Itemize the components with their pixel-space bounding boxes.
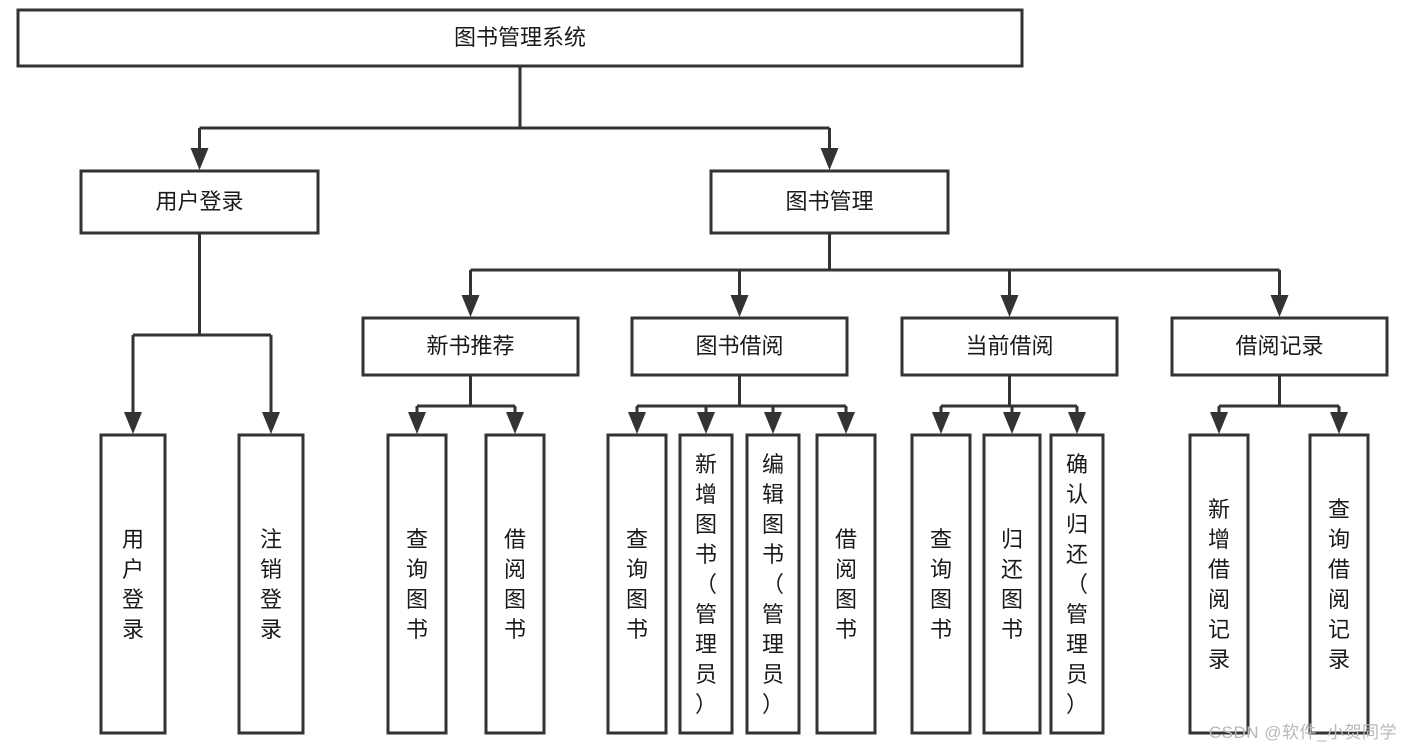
arrow-head (461, 295, 480, 317)
node-book-manage[interactable]: 图书管理 (709, 169, 950, 235)
node-box-book-borrow (630, 316, 849, 377)
node-box-leaf-edit-book-admin (745, 433, 801, 735)
node-label-new-book-recommend: 新书推荐 (426, 333, 514, 358)
node-label-leaf-query-book-1: 查询图书 (406, 527, 428, 642)
node-leaf-borrow-book-1[interactable]: 借阅图书 (484, 433, 546, 735)
node-box-leaf-return-book (982, 433, 1042, 735)
node-label-book-manage: 图书管理 (785, 189, 873, 214)
arrow-head (730, 295, 749, 317)
connector-group-user-login (124, 233, 280, 434)
node-leaf-query-book-1[interactable]: 查询图书 (386, 433, 448, 735)
node-leaf-edit-book-admin[interactable]: 编辑图书（管理员） (745, 433, 801, 735)
node-box-leaf-user-logout (237, 433, 305, 735)
node-label-leaf-query-borrow-record: 查询借阅记录 (1328, 497, 1350, 672)
arrow-head (1003, 412, 1021, 434)
node-box-leaf-query-book-2 (606, 433, 668, 735)
node-leaf-query-borrow-record[interactable]: 查询借阅记录 (1308, 433, 1370, 735)
node-label-leaf-borrow-book-2: 借阅图书 (835, 527, 857, 642)
connector-group-current-borrow (932, 375, 1086, 434)
node-label-leaf-query-book-2: 查询图书 (626, 527, 648, 642)
node-current-borrow[interactable]: 当前借阅 (900, 316, 1119, 377)
node-leaf-query-book-3[interactable]: 查询图书 (910, 433, 972, 735)
node-label-borrow-record: 借阅记录 (1235, 333, 1323, 358)
arrow-head (764, 412, 782, 434)
connectors-layer (124, 66, 1348, 434)
node-box-root (16, 8, 1024, 68)
node-borrow-record[interactable]: 借阅记录 (1170, 316, 1389, 377)
node-box-leaf-borrow-book-1 (484, 433, 546, 735)
node-label-root: 图书管理系统 (454, 25, 586, 50)
node-label-leaf-borrow-book-1: 借阅图书 (504, 527, 526, 642)
connector-group-book-borrow (628, 375, 855, 434)
node-box-leaf-query-book-1 (386, 433, 448, 735)
node-label-leaf-add-borrow-record: 新增借阅记录 (1208, 497, 1230, 672)
node-leaf-user-login[interactable]: 用户登录 (99, 433, 167, 735)
node-label-leaf-confirm-return-admin: 确认归还（管理员） (1066, 452, 1088, 717)
arrow-head (820, 148, 839, 170)
node-box-leaf-confirm-return-admin (1049, 433, 1105, 735)
node-leaf-return-book[interactable]: 归还图书 (982, 433, 1042, 735)
node-box-new-book-recommend (361, 316, 580, 377)
node-label-leaf-user-logout: 注销登录 (260, 527, 282, 642)
node-book-borrow[interactable]: 图书借阅 (630, 316, 849, 377)
connector-group-book-manage (461, 233, 1289, 317)
node-label-leaf-add-book-admin: 新增图书（管理员） (695, 452, 717, 717)
node-box-leaf-add-book-admin (678, 433, 734, 735)
node-box-current-borrow (900, 316, 1119, 377)
node-root[interactable]: 图书管理系统 (16, 8, 1024, 68)
node-leaf-borrow-book-2[interactable]: 借阅图书 (815, 433, 877, 735)
nodes-layer: 图书管理系统用户登录图书管理新书推荐图书借阅当前借阅借阅记录用户登录注销登录查询… (16, 8, 1389, 735)
node-box-book-manage (709, 169, 950, 235)
node-leaf-confirm-return-admin[interactable]: 确认归还（管理员） (1049, 433, 1105, 735)
node-label-current-borrow: 当前借阅 (965, 333, 1053, 358)
arrow-head (932, 412, 950, 434)
node-box-borrow-record (1170, 316, 1389, 377)
arrow-head (1330, 412, 1348, 434)
node-new-book-recommend[interactable]: 新书推荐 (361, 316, 580, 377)
arrow-head (1210, 412, 1228, 434)
arrow-head (628, 412, 646, 434)
node-label-leaf-return-book: 归还图书 (1001, 527, 1023, 642)
node-label-user-login: 用户登录 (155, 189, 243, 214)
arrow-head (1068, 412, 1086, 434)
arrow-head (1000, 295, 1019, 317)
connector-group-root (190, 66, 839, 170)
connector-group-new-book-recommend (408, 375, 524, 434)
arrow-head (1270, 295, 1289, 317)
arrow-head (190, 148, 209, 170)
node-box-leaf-query-book-3 (910, 433, 972, 735)
node-leaf-add-borrow-record[interactable]: 新增借阅记录 (1188, 433, 1250, 735)
node-box-leaf-query-borrow-record (1308, 433, 1370, 735)
connector-group-borrow-record (1210, 375, 1348, 434)
node-leaf-user-logout[interactable]: 注销登录 (237, 433, 305, 735)
node-box-leaf-add-borrow-record (1188, 433, 1250, 735)
node-box-leaf-user-login (99, 433, 167, 735)
arrow-head (408, 412, 426, 434)
node-box-leaf-borrow-book-2 (815, 433, 877, 735)
arrow-head (124, 412, 142, 434)
node-leaf-query-book-2[interactable]: 查询图书 (606, 433, 668, 735)
node-label-leaf-user-login: 用户登录 (122, 527, 144, 642)
node-box-user-login (79, 169, 320, 235)
node-label-leaf-query-book-3: 查询图书 (930, 527, 952, 642)
arrow-head (837, 412, 855, 434)
node-label-leaf-edit-book-admin: 编辑图书（管理员） (762, 452, 784, 717)
node-user-login[interactable]: 用户登录 (79, 169, 320, 235)
arrow-head (506, 412, 524, 434)
node-leaf-add-book-admin[interactable]: 新增图书（管理员） (678, 433, 734, 735)
arrow-head (262, 412, 280, 434)
arrow-head (697, 412, 715, 434)
node-label-book-borrow: 图书借阅 (695, 333, 783, 358)
